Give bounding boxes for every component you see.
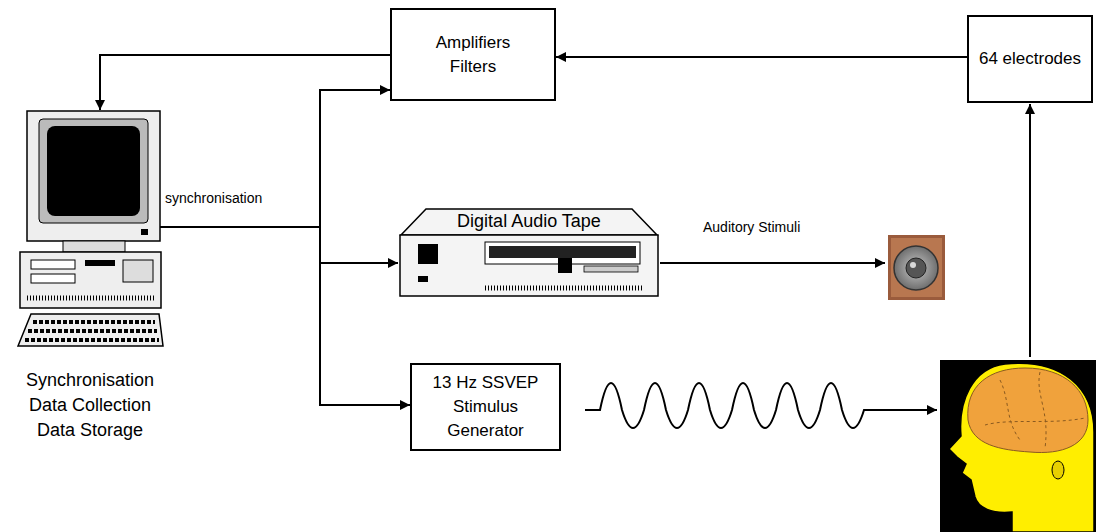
computer-illustration <box>15 110 165 350</box>
speaker-highlight <box>910 262 916 268</box>
node-label: Digital Audio Tape <box>398 210 660 232</box>
indicator <box>418 276 428 282</box>
process-box: 64 electrodes <box>967 15 1093 103</box>
disk-drive <box>31 260 75 269</box>
signal-label: Auditory Stimuli <box>701 219 802 236</box>
speaker-cone <box>894 246 938 290</box>
drive-bay <box>123 260 153 282</box>
monitor-case <box>27 111 160 241</box>
head-face <box>949 363 1094 532</box>
monitor-bezel <box>39 119 148 223</box>
signal-connector <box>160 90 390 227</box>
signal-label: synchronisation <box>163 190 264 207</box>
power-light <box>141 229 148 235</box>
tape-deck-node: Digital Audio Tape <box>398 208 660 298</box>
head-illustration <box>940 360 1096 532</box>
button-row <box>485 286 643 291</box>
drive-slot <box>85 260 115 266</box>
tape-slot <box>489 246 636 258</box>
vent-grille <box>27 296 155 301</box>
process-box: Amplifiers Filters <box>390 8 556 101</box>
keyboard <box>18 314 163 346</box>
signal-connector <box>556 56 967 58</box>
signal-connector <box>160 227 410 405</box>
control-strip <box>584 266 638 272</box>
key-row <box>28 329 157 333</box>
speaker-icon <box>888 235 945 300</box>
brain-lines <box>985 372 1085 448</box>
disk-drive <box>31 274 75 283</box>
node-label: Amplifiers Filters <box>427 31 519 79</box>
computer-node: Synchronisation Data Collection Data Sto… <box>15 110 165 443</box>
eject-button <box>558 258 572 273</box>
speaker-cabinet <box>888 235 945 300</box>
stimulus-wave <box>585 383 937 428</box>
key-row <box>25 338 159 342</box>
node-label: 64 electrodes <box>979 47 1081 71</box>
caption-text: Synchronisation Data Collection Data Sto… <box>15 368 165 443</box>
head-background <box>940 360 1096 532</box>
system-unit <box>20 252 161 308</box>
brain <box>968 368 1088 453</box>
ear <box>1052 461 1064 479</box>
key-row <box>33 320 155 324</box>
monitor-stand <box>63 241 125 252</box>
process-box: 13 Hz SSVEP Stimulus Generator <box>410 363 561 451</box>
eeg-arrow <box>1029 104 1031 357</box>
speaker-centre <box>906 258 926 278</box>
audio-arrow <box>660 262 885 264</box>
deck-body <box>400 235 658 296</box>
node-label: 13 Hz SSVEP Stimulus Generator <box>429 371 543 443</box>
power-button <box>418 244 438 264</box>
monitor-screen <box>47 126 140 216</box>
speaker-front <box>891 238 942 297</box>
signal-connector <box>160 227 398 263</box>
signal-connector <box>100 55 390 110</box>
